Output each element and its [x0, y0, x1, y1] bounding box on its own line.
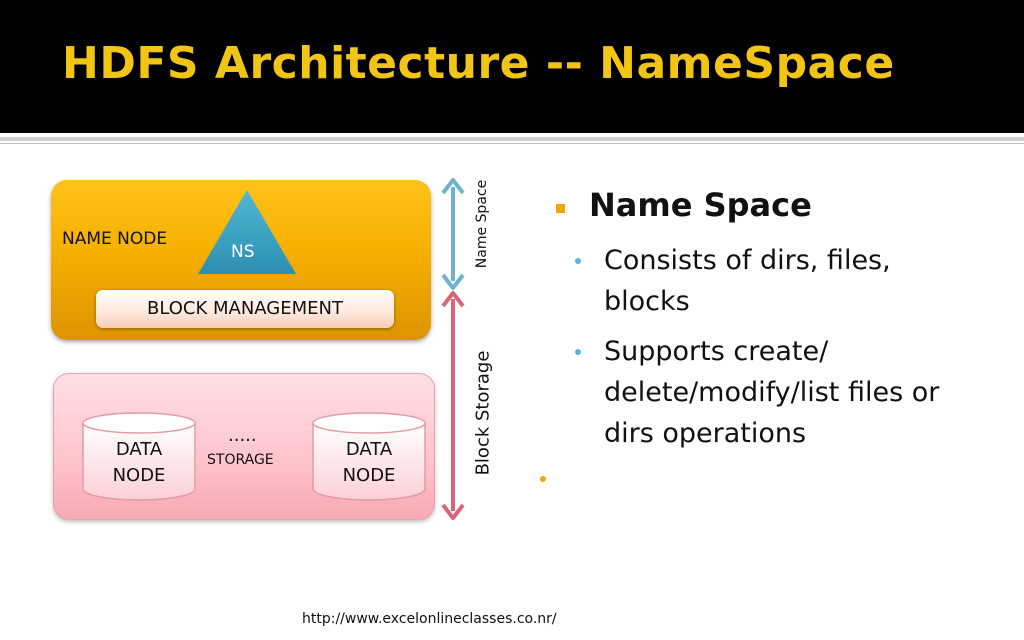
ns-label: NS — [231, 242, 255, 262]
data-node-left-line2: NODE — [112, 465, 166, 486]
dot-bullet-icon — [575, 349, 581, 355]
name-space-arrow-icon — [441, 178, 465, 290]
empty-bullet-icon — [540, 476, 546, 482]
bullet-heading: Name Space — [589, 186, 812, 224]
block-storage-arrow-icon — [441, 291, 465, 520]
slide-title: HDFS Architecture -- NameSpace — [62, 38, 895, 89]
bullet-item-2: Supports create/ delete/modify/list file… — [604, 336, 940, 449]
data-node-left-label: DATA NODE — [89, 437, 189, 489]
data-node-right-line2: NODE — [342, 465, 396, 486]
ellipsis-dots: ..... — [228, 425, 257, 446]
footer-url: http://www.excelonlineclasses.co.nr/ — [302, 611, 557, 627]
storage-label: STORAGE — [207, 452, 274, 468]
block-storage-arrow-label: Block Storage — [472, 350, 494, 476]
title-divider — [0, 137, 1024, 141]
block-management-box: BLOCK MANAGEMENT — [96, 290, 394, 328]
double-arrows — [441, 178, 465, 520]
data-node-right-label: DATA NODE — [319, 437, 419, 489]
data-node-left-cylinder-icon — [82, 412, 196, 501]
dot-bullet-icon — [575, 258, 581, 264]
name-node-label: NAME NODE — [62, 229, 168, 249]
square-bullet-icon — [556, 204, 565, 213]
data-node-left-line1: DATA — [115, 439, 163, 460]
title-bar — [0, 0, 1024, 133]
name-space-arrow-label: Name Space — [474, 179, 490, 269]
data-node-right-line1: DATA — [345, 439, 393, 460]
title-divider-thin — [0, 143, 1024, 144]
data-node-right-cylinder-icon — [312, 412, 426, 501]
bullet-item-1: Consists of dirs, files, blocks — [604, 245, 891, 317]
ns-triangle-icon — [198, 190, 296, 274]
